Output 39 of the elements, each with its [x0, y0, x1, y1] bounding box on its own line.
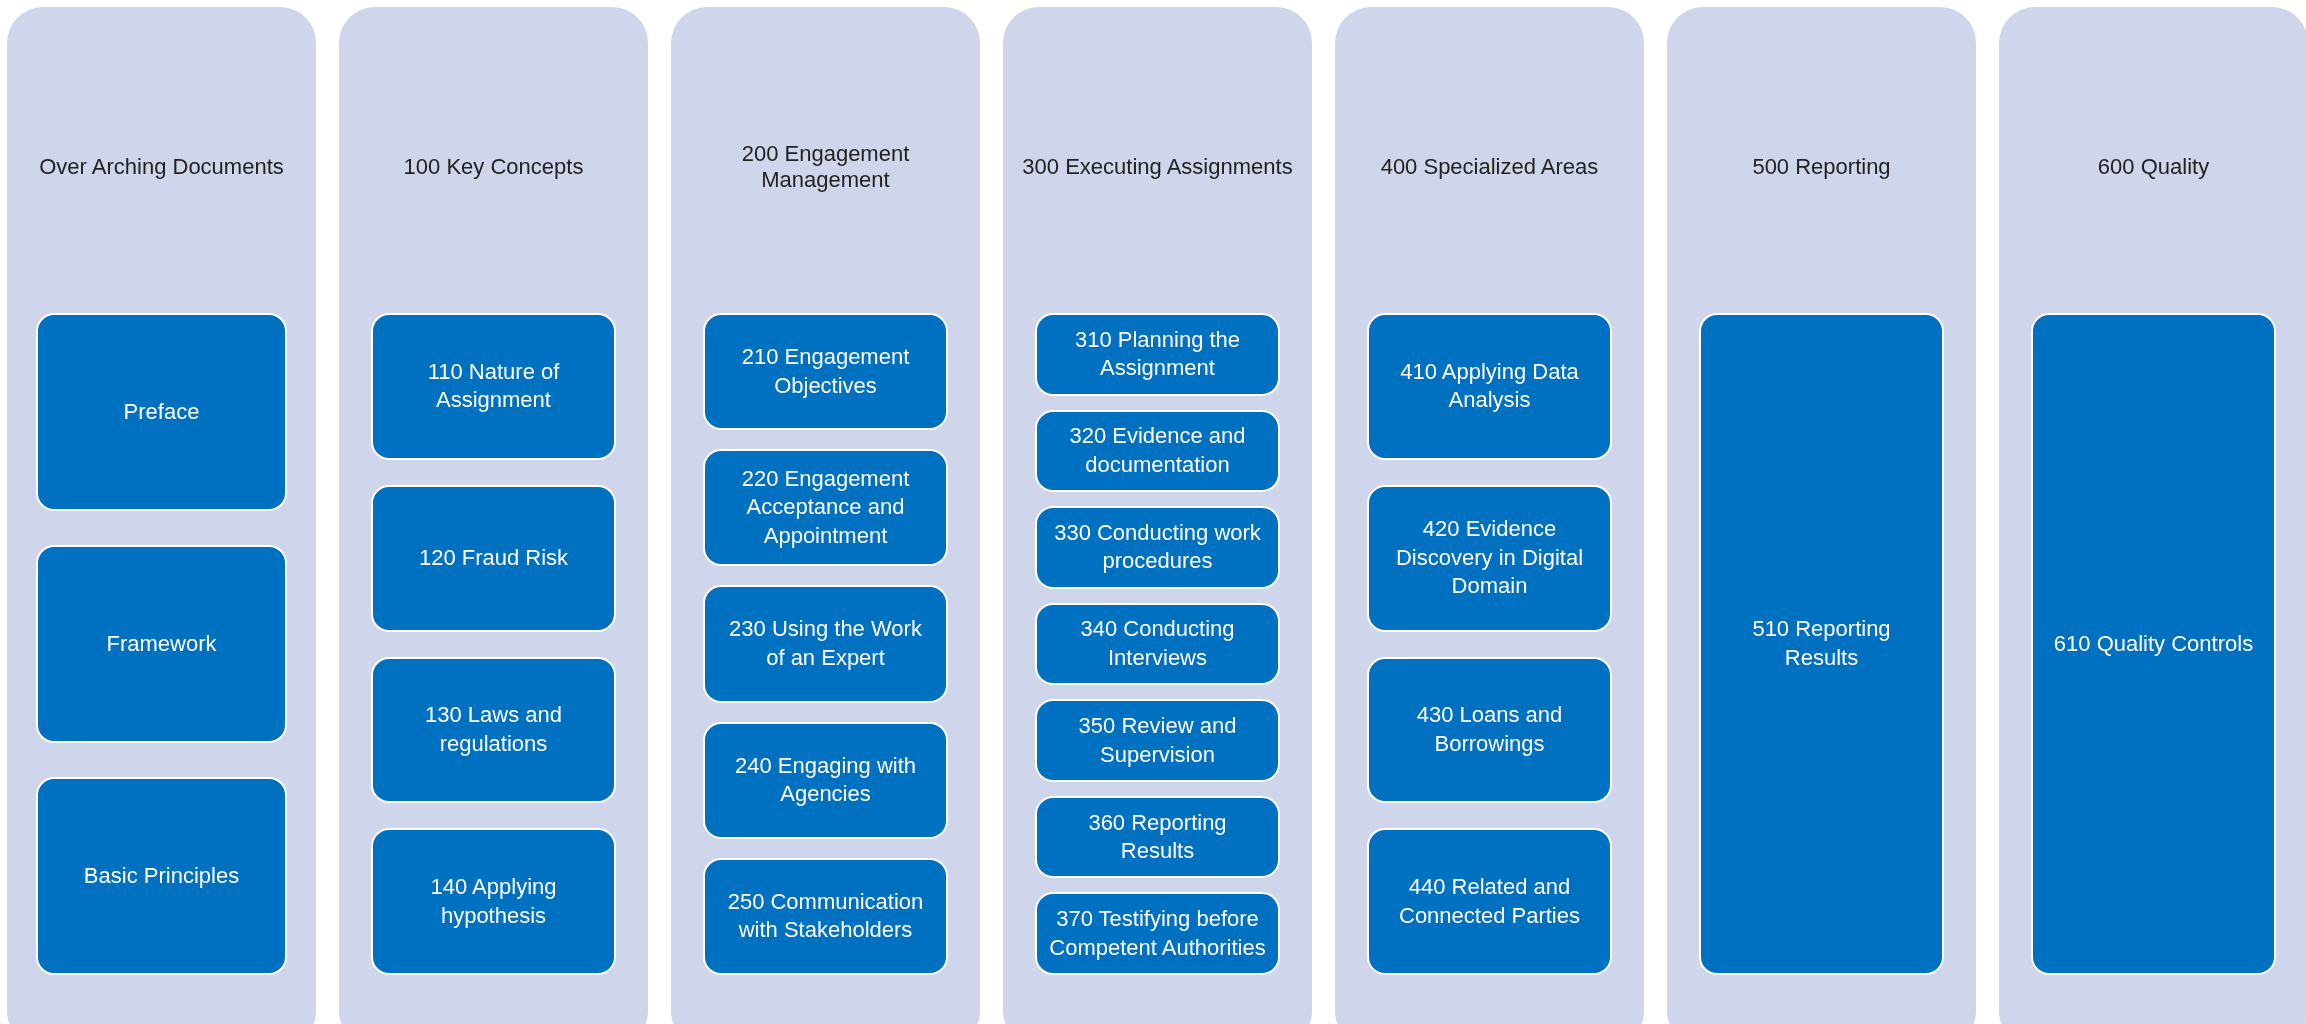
column-panel [339, 7, 648, 1024]
column-panel [671, 7, 980, 1024]
topic-card: 140 Applying hypothesis [371, 828, 616, 975]
topic-card: Framework [36, 545, 287, 743]
column-panel [7, 7, 316, 1024]
topic-card: Basic Principles [36, 777, 287, 975]
topic-card: 230 Using the Work of an Expert [703, 585, 948, 703]
topic-card: 130 Laws and regulations [371, 656, 616, 804]
topic-card: 370 Testifying before Competent Authorities [1035, 892, 1280, 975]
topic-card: 220 Engagement Acceptance and Appointment [703, 449, 948, 567]
column-heading: 200 Engagement Management [740, 140, 911, 194]
topic-card: 330 Conducting work procedures [1035, 506, 1280, 589]
column-panel [1999, 7, 2306, 1024]
column-panel [1003, 7, 1312, 1024]
column-panel [1667, 7, 1976, 1024]
column-heading: 100 Key Concepts [403, 153, 584, 181]
topic-card: 210 Engagement Objectives [703, 313, 948, 431]
topic-card: 360 Reporting Results [1035, 795, 1280, 879]
topic-card: 440 Related and Connected Parties [1367, 828, 1612, 975]
topic-card: 420 Evidence Discovery in Digital Domain [1367, 484, 1612, 632]
topic-card: 430 Loans and Borrowings [1367, 656, 1612, 804]
topic-card: 310 Planning the Assignment [1035, 313, 1280, 396]
topic-card: 350 Review and Supervision [1035, 699, 1280, 782]
column-heading: Over Arching Documents [39, 153, 284, 181]
column-heading: 500 Reporting [1752, 153, 1891, 181]
column-panel [1335, 7, 1644, 1024]
topic-card: 240 Engaging with Agencies [703, 721, 948, 839]
column-heading: 300 Executing Assignments [1022, 153, 1293, 181]
topic-card: 410 Applying Data Analysis [1367, 313, 1612, 460]
topic-card: 340 Conducting Interviews [1035, 602, 1280, 686]
topic-card: Preface [36, 313, 287, 511]
topic-card: 510 Reporting Results [1699, 313, 1944, 975]
topic-card: 120 Fraud Risk [371, 484, 616, 632]
topic-card: 320 Evidence and documentation [1035, 409, 1280, 493]
topic-card: 250 Communication with Stakeholders [703, 857, 948, 975]
column-heading: 600 Quality [2097, 153, 2210, 181]
topic-card: 110 Nature of Assignment [371, 313, 616, 460]
topic-card: 610 Quality Controls [2031, 313, 2276, 975]
column-heading: 400 Specialized Areas [1380, 153, 1599, 181]
